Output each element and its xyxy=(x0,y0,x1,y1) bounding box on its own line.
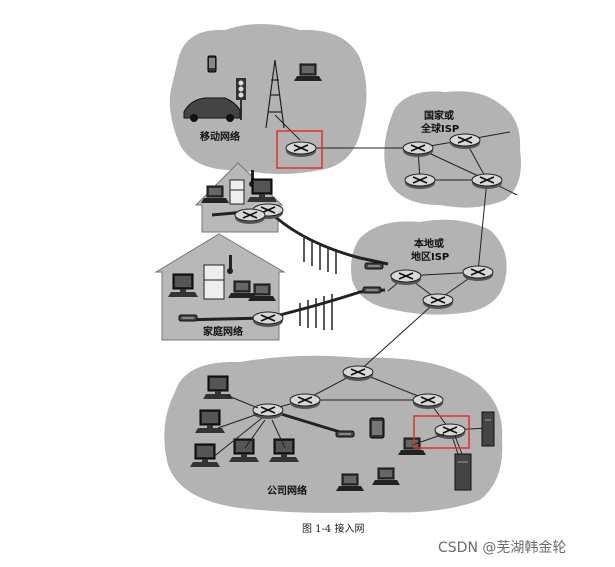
highlight-box-enterprise xyxy=(413,415,470,449)
mobile-network-cloud xyxy=(169,24,367,174)
modem-icon xyxy=(364,262,384,270)
desktop-icon xyxy=(167,273,199,298)
router-icon xyxy=(390,269,422,286)
modem-icon xyxy=(178,314,198,322)
refrigerator-icon xyxy=(203,264,225,300)
enterprise-links xyxy=(211,394,463,459)
router-icon xyxy=(252,403,284,420)
utility-poles xyxy=(299,238,337,330)
server-icon xyxy=(454,411,495,491)
refrigerator-icon xyxy=(229,179,245,205)
label-local-isp-2: 地区ISP xyxy=(411,250,449,263)
modem-icon xyxy=(362,286,382,294)
watermark: CSDN @芜湖韩金轮 xyxy=(438,539,566,556)
tablet-icon xyxy=(369,417,385,439)
label-home-network: 家庭网络 xyxy=(203,325,243,338)
router-icon xyxy=(289,393,321,410)
switch-icon xyxy=(434,423,466,440)
router-icon xyxy=(449,133,481,150)
traffic-light-icon xyxy=(236,78,246,120)
label-national-isp-1: 国家或 xyxy=(424,109,454,122)
label-local-isp-1: 本地或 xyxy=(414,237,444,250)
local-isp-cloud xyxy=(351,219,507,315)
desktop-icon xyxy=(268,438,300,463)
router-icon xyxy=(402,141,434,158)
enterprise-network-cloud xyxy=(164,355,503,513)
modem-icon xyxy=(335,430,355,438)
router-icon xyxy=(234,208,266,225)
label-enterprise-network: 公司网络 xyxy=(267,484,307,497)
router-icon xyxy=(252,311,284,328)
router-icon xyxy=(412,393,444,410)
router-icon xyxy=(342,365,374,382)
car-icon xyxy=(183,97,241,122)
desktop-icon xyxy=(228,438,260,463)
router-icon xyxy=(471,173,503,190)
router-icon xyxy=(462,265,494,282)
label-national-isp-2: 全球ISP xyxy=(420,122,459,135)
desktop-icon xyxy=(194,409,226,434)
figure-caption: 图 1-4 接入网 xyxy=(302,522,364,535)
router-icon xyxy=(404,173,436,190)
desktop-icon xyxy=(246,178,278,203)
router-icon xyxy=(422,293,454,310)
router-icon xyxy=(285,141,317,158)
label-mobile-network: 移动网络 xyxy=(200,130,240,143)
highlight-box-mobile xyxy=(276,130,323,169)
thermometer-icon xyxy=(227,255,233,274)
phone-icon xyxy=(207,55,217,73)
cell-tower-icon xyxy=(265,59,285,129)
